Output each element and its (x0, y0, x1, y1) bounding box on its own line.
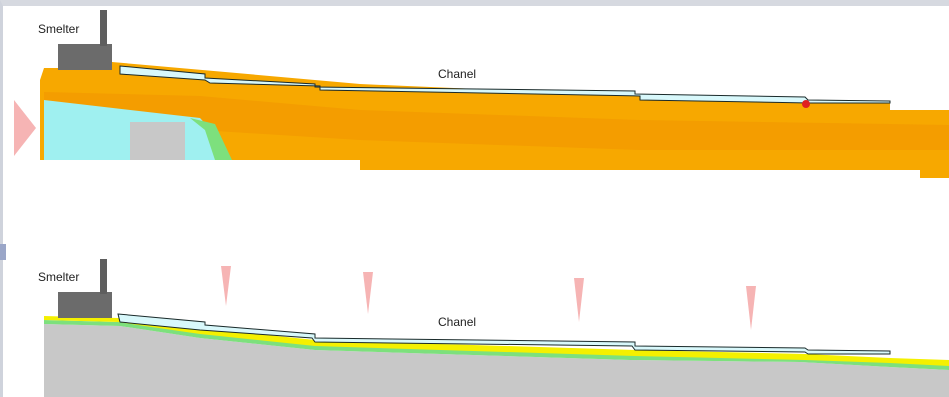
bottom-smelter-label: Smelter (38, 270, 80, 284)
heat-arrow-2-icon (363, 272, 373, 314)
top-channel (119, 65, 891, 104)
heat-arrow-1-icon (221, 266, 231, 306)
top-smelter-body (58, 44, 112, 70)
bottom-channel-label: Chanel (438, 315, 477, 329)
bottom-channel (117, 313, 891, 355)
bottom-diagram (44, 259, 949, 397)
side-tab (0, 244, 6, 260)
bottom-smelter-body (58, 292, 112, 318)
top-simulation-panel: Smelter Chanel (14, 10, 949, 178)
bottom-yellow-layer (44, 316, 949, 366)
top-solid-block (130, 122, 185, 160)
heat-arrow-3-icon (574, 278, 584, 322)
top-melt-band (44, 92, 949, 150)
inflow-arrow-icon (14, 100, 36, 156)
top-diagram (40, 10, 949, 178)
heat-arrow-4-icon (746, 286, 756, 330)
top-hot-spot (802, 100, 810, 108)
top-smelter-label: Smelter (38, 22, 80, 36)
top-green-edge (190, 118, 232, 160)
bottom-simulation-panel: Smelter Chanel (0, 240, 949, 397)
top-channel-label: Chanel (438, 67, 477, 81)
bottom-solid-ground (44, 324, 949, 397)
top-smelter-chimney (100, 10, 107, 46)
bottom-smelter-chimney (100, 259, 107, 294)
